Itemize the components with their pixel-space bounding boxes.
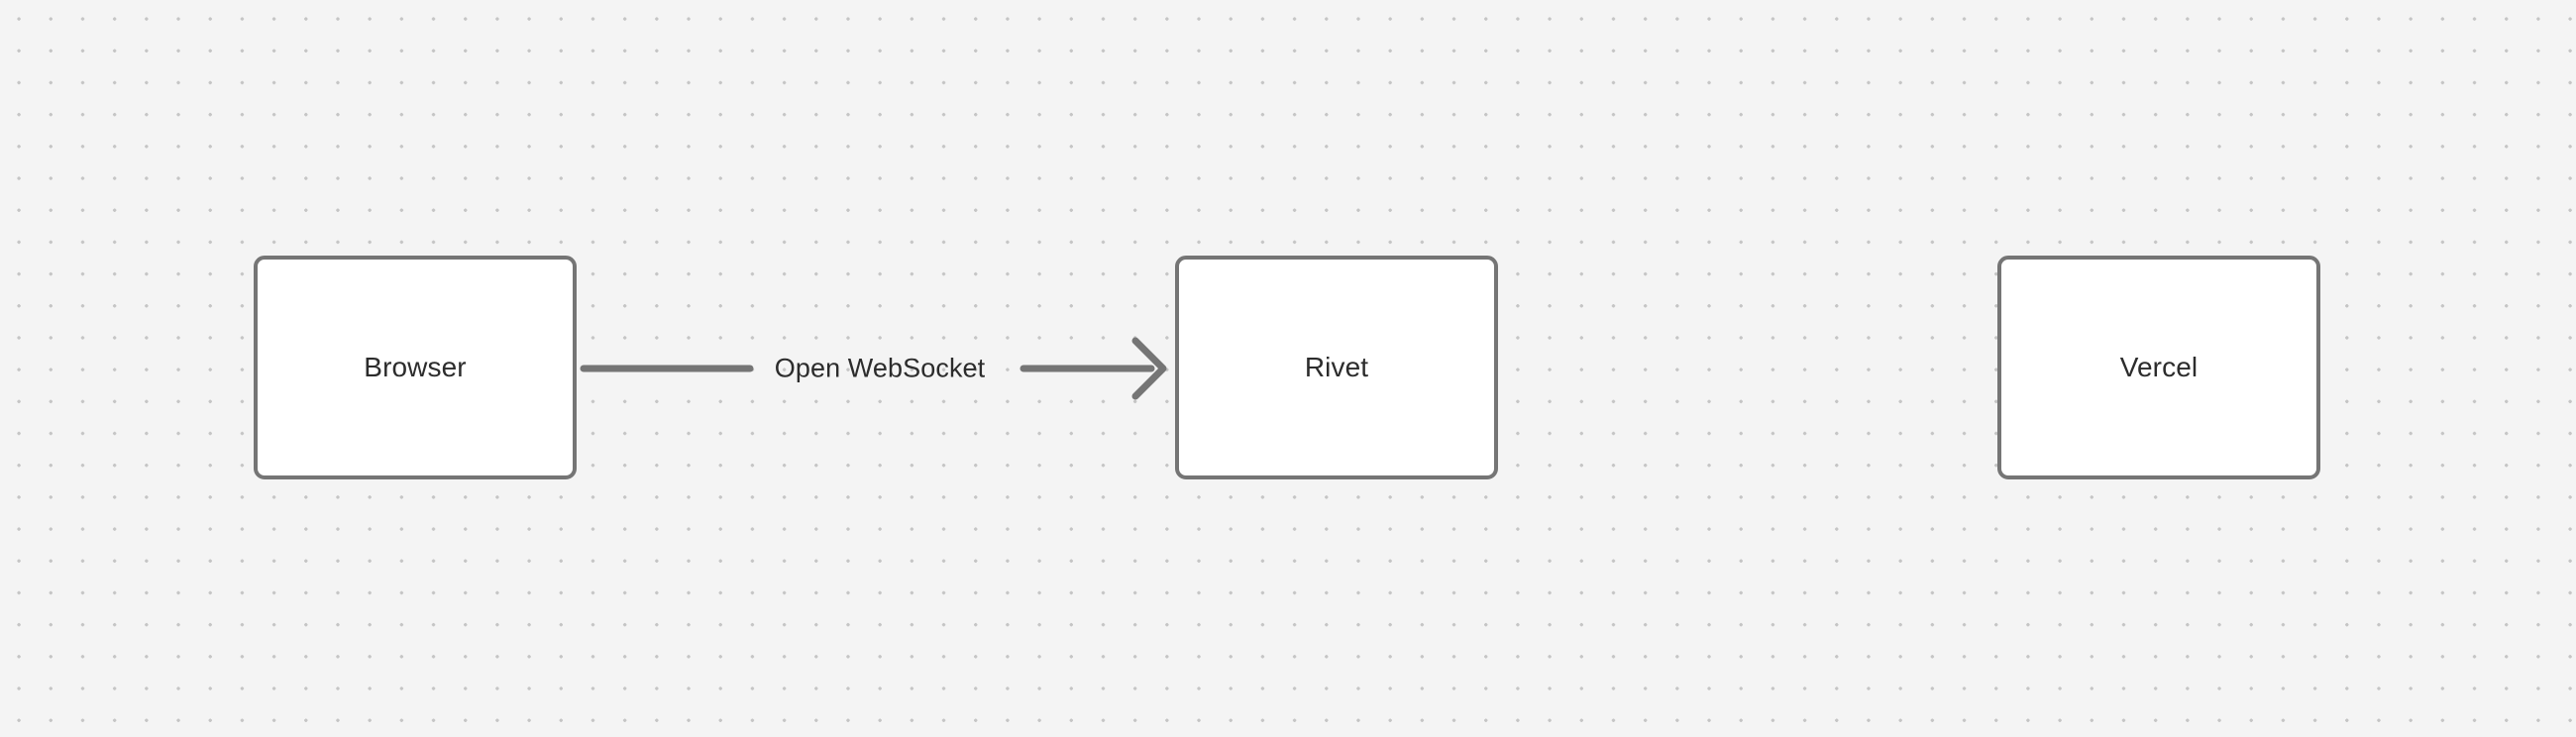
node-browser-label: Browser: [364, 352, 467, 382]
node-rivet[interactable]: Rivet: [1175, 256, 1498, 479]
node-vercel[interactable]: Vercel: [1997, 256, 2320, 479]
edge-label-open-websocket: Open WebSocket: [774, 353, 986, 383]
node-vercel-label: Vercel: [2119, 352, 2199, 382]
arrowhead-icon: [1131, 337, 1167, 400]
node-rivet-label: Rivet: [1304, 352, 1369, 382]
node-browser[interactable]: Browser: [254, 256, 577, 479]
